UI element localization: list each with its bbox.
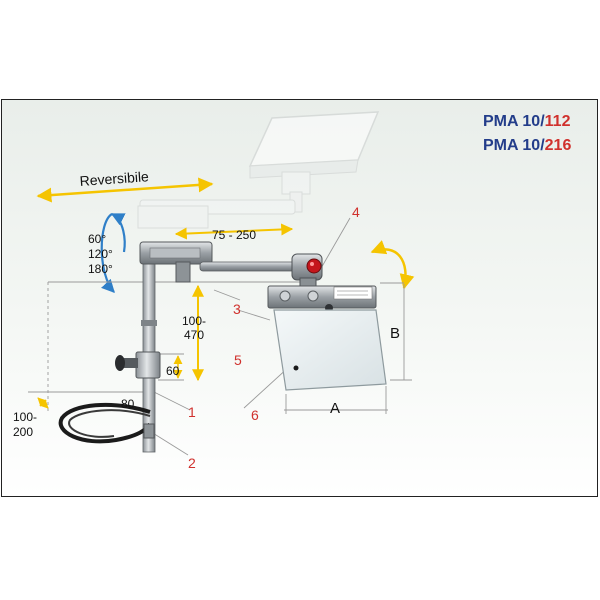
height-label-line2: 470 (184, 328, 204, 342)
angle-label-180: 180° (88, 262, 113, 276)
base-width-label: 80 (121, 397, 135, 411)
reversible-label: Reversibile (79, 168, 149, 189)
ghost-reversed-assembly (137, 111, 380, 229)
arm-length-label: 75 - 250 (212, 228, 256, 242)
screen-rotation-arrow (370, 240, 415, 290)
angle-label-120: 120° (88, 247, 113, 261)
offset-label-line1: 100- (13, 410, 37, 424)
part-number-2: 2 (188, 455, 196, 471)
model-title-2: PMA 10/216 (483, 137, 571, 154)
offset-label-line2: 200 (13, 425, 33, 439)
part-number-3: 3 (233, 301, 241, 317)
angle-label-60: 60° (88, 232, 106, 246)
reversible-arrow (36, 177, 214, 203)
offset-arrow (37, 397, 49, 409)
part-number-5: 5 (234, 352, 242, 368)
part-number-4: 4 (352, 204, 360, 220)
height-label-line1: 100- (182, 314, 206, 328)
model-title-1: PMA 10/112 (483, 113, 571, 130)
dimension-b-label: B (390, 325, 400, 342)
rotation-arrow (100, 213, 126, 293)
dimension-a-label: A (330, 400, 340, 417)
arm-mechanism (58, 241, 323, 453)
protective-screen (267, 285, 387, 391)
part-number-6: 6 (251, 407, 259, 423)
arm-length-arrow (174, 223, 294, 240)
clamp-height-label: 60 (166, 364, 180, 378)
part-number-1: 1 (188, 404, 196, 420)
